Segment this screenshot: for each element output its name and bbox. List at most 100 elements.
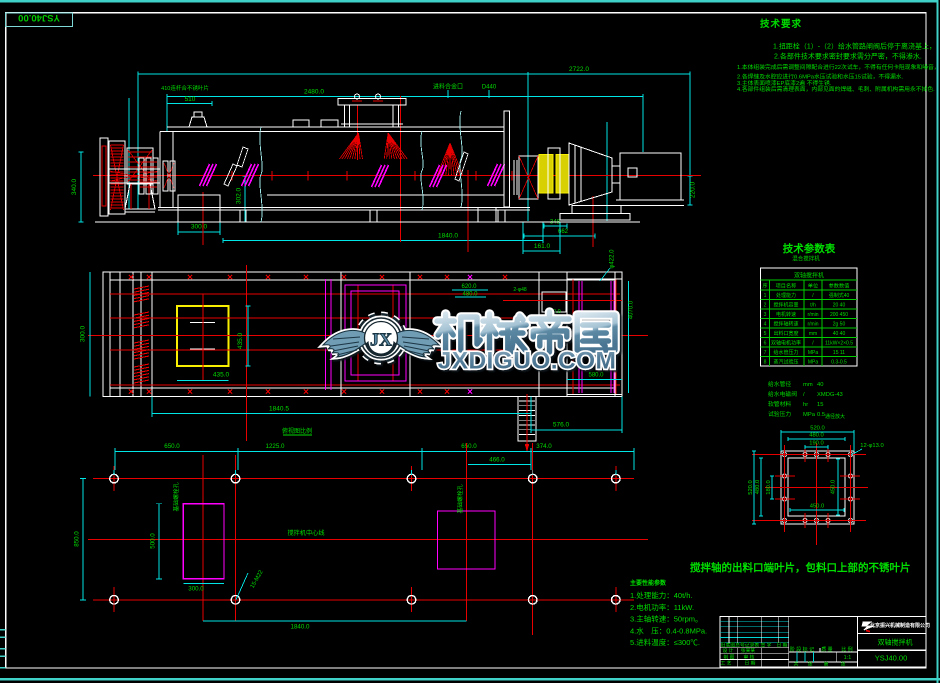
svg-text:450.0: 450.0: [810, 504, 825, 510]
svg-text:435.0: 435.0: [213, 372, 230, 379]
svg-text:466.0: 466.0: [489, 457, 505, 464]
svg-text:2480.0: 2480.0: [304, 89, 324, 96]
svg-text:6: 6: [764, 341, 767, 347]
svg-text:1.本体组装完成后需调整间隙配合进行22次试车，不得有任何卡: 1.本体组装完成后需调整间隙配合进行22次试车，不得有任何卡阻现象和噪音，: [737, 63, 940, 71]
svg-text:1840.0: 1840.0: [291, 624, 310, 631]
svg-text:出料口宽度: 出料口宽度: [773, 330, 798, 337]
svg-text:480.0: 480.0: [462, 292, 478, 298]
svg-text:450.0: 450.0: [831, 480, 837, 495]
svg-text:双轴搅拌机: 双轴搅拌机: [878, 638, 913, 647]
svg-text:给水管压力: 给水管压力: [773, 349, 798, 356]
svg-text:日 期: 日 期: [777, 643, 788, 649]
svg-text:张: 张: [808, 661, 813, 668]
svg-text:620.0: 620.0: [461, 284, 477, 290]
svg-text:7: 7: [764, 350, 767, 356]
svg-text:1225.0: 1225.0: [266, 443, 285, 450]
svg-text:1.扭距栓（1）-（2）给水管路闸阀后停于离浇基上，: 1.扭距栓（1）-（2）给水管路闸阀后停于离浇基上，: [773, 42, 936, 51]
svg-text:单位: 单位: [808, 282, 818, 290]
svg-text:200 450: 200 450: [830, 312, 848, 318]
svg-text:/: /: [812, 293, 814, 299]
svg-text:5: 5: [764, 331, 767, 337]
svg-text:2: 2: [764, 303, 767, 309]
svg-text:JX: JX: [370, 330, 392, 350]
svg-text:520.0: 520.0: [748, 480, 754, 495]
svg-text:试验压力: 试验压力: [768, 410, 791, 418]
svg-text:20 40: 20 40: [833, 303, 846, 309]
svg-text:张某某: 张某某: [741, 647, 756, 654]
svg-text:φ422.0: φ422.0: [610, 249, 616, 269]
svg-text:制 图: 制 图: [724, 653, 735, 660]
svg-text:500.0: 500.0: [150, 533, 157, 549]
svg-text:3.主体表面喷漆EP底漆2遍 不得生锈.: 3.主体表面喷漆EP底漆2遍 不得生锈.: [737, 79, 832, 87]
svg-text:40 40: 40 40: [833, 331, 846, 337]
svg-text:俯视图比例: 俯视图比例: [282, 427, 312, 435]
svg-text:576.0: 576.0: [553, 422, 570, 429]
svg-text:190.0: 190.0: [809, 441, 824, 447]
svg-text:D440: D440: [482, 85, 497, 91]
svg-text:480.0: 480.0: [755, 480, 761, 495]
svg-text:共: 共: [794, 661, 799, 668]
svg-text:mm: mm: [803, 382, 813, 388]
svg-text:蒸汽试验压: 蒸汽试验压: [773, 359, 798, 366]
svg-text:5.进料温度：≤300℃.: 5.进料温度：≤300℃.: [630, 637, 700, 647]
svg-text:进料合金口: 进料合金口: [433, 83, 463, 91]
svg-text:电机转速: 电机转速: [776, 311, 796, 318]
svg-text:3: 3: [764, 312, 767, 318]
svg-text:项目名称: 项目名称: [776, 282, 797, 290]
svg-text:搅拌轴转速: 搅拌轴转速: [773, 321, 798, 328]
svg-text:JXDIGUO.COM: JXDIGUO.COM: [438, 348, 617, 375]
svg-text:给水电磁阀: 给水电磁阀: [768, 390, 797, 398]
svg-text:11kW×2×0.5: 11kW×2×0.5: [825, 341, 853, 347]
svg-text:435.0: 435.0: [237, 332, 244, 349]
svg-text:410连杆合不锈叶片: 410连杆合不锈叶片: [161, 84, 209, 92]
svg-text:双轴搅拌机: 双轴搅拌机: [794, 272, 824, 280]
svg-text:161.0: 161.0: [534, 243, 551, 250]
svg-text:序: 序: [762, 283, 767, 290]
svg-text:XMDG-43: XMDG-43: [817, 392, 843, 398]
svg-text:2.各部件技术要求密封要求需分严密，不得渗水.: 2.各部件技术要求密封要求需分严密，不得渗水.: [774, 52, 922, 61]
svg-text:r/min: r/min: [807, 322, 818, 328]
svg-text:40: 40: [817, 382, 823, 388]
svg-text:YSJ40.00: YSJ40.00: [18, 12, 60, 23]
svg-text:质 量: 质 量: [821, 646, 832, 653]
svg-text:基础螺栓孔: 基础螺栓孔: [456, 484, 464, 513]
svg-text:300.0: 300.0: [80, 325, 87, 342]
svg-text:日 期: 日 期: [745, 661, 756, 667]
svg-text:302.0: 302.0: [236, 187, 243, 204]
svg-text:4.水 压：0.4-0.8MPa.: 4.水 压：0.4-0.8MPa.: [630, 625, 707, 635]
svg-text:1: 1: [764, 293, 767, 299]
svg-text:搅拌机中心线: 搅拌机中心线: [287, 529, 324, 537]
svg-text:2.电机功率：11kW.: 2.电机功率：11kW.: [630, 602, 694, 612]
svg-text:1:1: 1:1: [844, 655, 852, 661]
svg-text:2-φ48: 2-φ48: [513, 287, 526, 293]
svg-text:双轴电机功率: 双轴电机功率: [771, 340, 801, 347]
svg-text:比 例: 比 例: [841, 646, 852, 653]
svg-text:r/min: r/min: [807, 312, 818, 318]
svg-text:8: 8: [764, 360, 767, 366]
svg-text:YSJ40.00: YSJ40.00: [875, 654, 908, 663]
svg-text:设 计: 设 计: [723, 647, 734, 654]
svg-text:374.0: 374.0: [536, 443, 552, 450]
svg-text:520.0: 520.0: [810, 426, 825, 432]
svg-text:850.0: 850.0: [74, 531, 81, 547]
svg-text:12-φ13.0: 12-φ13.0: [860, 443, 883, 449]
svg-text:搅拌轴的出料口端叶片，包料口上部的不锈叶片: 搅拌轴的出料口端叶片，包料口上部的不锈叶片: [690, 561, 911, 574]
svg-text:mm: mm: [809, 331, 817, 337]
svg-text:第: 第: [824, 661, 829, 668]
svg-text:580.0: 580.0: [588, 373, 604, 379]
svg-text:工 艺: 工 艺: [721, 661, 732, 667]
svg-text:480.0: 480.0: [809, 433, 824, 439]
svg-text:基础螺栓孔: 基础螺栓孔: [172, 482, 180, 511]
svg-text:技术要求: 技术要求: [760, 18, 802, 30]
svg-text:阶 段 标 记: 阶 段 标 记: [790, 646, 814, 653]
svg-text:搅拌机容量: 搅拌机容量: [773, 302, 798, 309]
svg-text:处理能力: 处理能力: [776, 292, 796, 299]
svg-text:张: 张: [841, 661, 846, 668]
svg-text:300.0: 300.0: [188, 586, 204, 593]
svg-text:通径放大: 通径放大: [825, 413, 845, 420]
svg-text:15 11: 15 11: [833, 350, 845, 356]
svg-text:给水管径: 给水管径: [768, 380, 791, 388]
svg-text:主要性能参数: 主要性能参数: [630, 579, 667, 587]
svg-text:MPa: MPa: [808, 360, 819, 366]
svg-text:4.各部件组装后需清理表面，内部见面的焊缝、毛刺、附属机构需: 4.各部件组装后需清理表面，内部见面的焊缝、毛刺、附属机构需用永不掉色.: [737, 85, 935, 93]
